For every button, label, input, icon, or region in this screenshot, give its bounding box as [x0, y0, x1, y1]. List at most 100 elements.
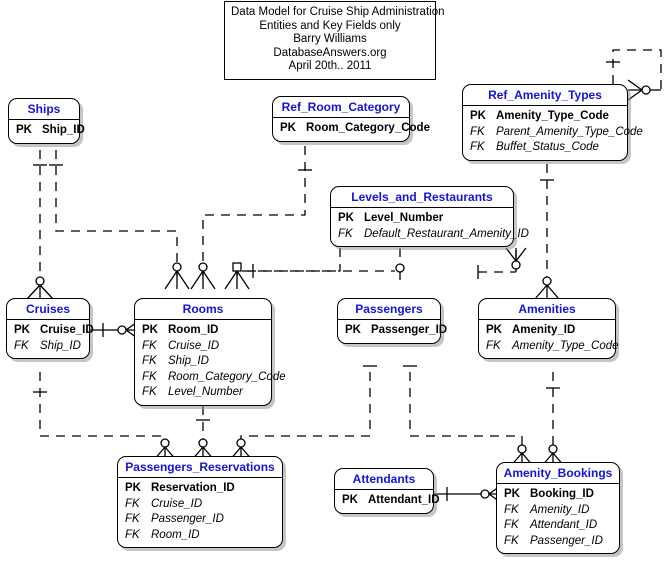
- attribute-row: PK Room_Category_Code: [280, 121, 430, 137]
- entity-title-passengers_reservations: Passengers_Reservations: [118, 457, 282, 478]
- attribute-name: Parent_Amenity_Type_Code: [496, 125, 643, 138]
- attribute-key: FK: [142, 355, 157, 367]
- attribute-key: PK: [504, 488, 520, 500]
- attribute-row: FK Buffet_Status_Code: [470, 140, 621, 156]
- entity-title-cruises: Cruises: [7, 299, 89, 320]
- attribute-name: Cruise_ID: [168, 339, 220, 352]
- attribute-key: FK: [504, 503, 519, 516]
- attribute-key: PK: [125, 482, 141, 494]
- attribute-key: PK: [486, 324, 502, 336]
- attribute-key: FK: [125, 513, 140, 525]
- entity-title-levels_and_restaurants: Levels_and_Restaurants: [331, 187, 513, 208]
- attribute-row: FK Passenger_ID: [125, 512, 276, 528]
- entity-title-ref_room_category: Ref_Room_Category: [273, 97, 409, 118]
- entity-title-ref_amenity_types: Ref_Amenity_Types: [463, 85, 627, 106]
- attribute-row: PK Cruise_ID: [14, 323, 94, 339]
- attribute-name: Ship_ID: [168, 355, 209, 367]
- attribute-name: Room_ID: [168, 324, 219, 336]
- title-line-2: Entities and Key Fields only: [259, 19, 401, 32]
- attribute-key: PK: [470, 110, 486, 122]
- attribute-name: Level_Number: [168, 386, 243, 398]
- attribute-row: PK Reservation_ID: [125, 481, 276, 497]
- attribute-row: PK Level_Number: [338, 211, 507, 227]
- attribute-name: Buffet_Status_Code: [496, 141, 599, 153]
- attribute-row: FK Cruise_ID: [142, 339, 265, 355]
- title-line-4: DatabaseAnswers.org: [273, 46, 387, 59]
- attribute-row: FK Parent_Amenity_Type_Code: [470, 125, 643, 141]
- entity-title-amenity_bookings: Amenity_Bookings: [497, 463, 619, 484]
- diagram-title-block: Data Model for Cruise Ship Administratio…: [224, 1, 445, 80]
- attribute-key: FK: [142, 370, 157, 383]
- attribute-name: Amenity_Type_Code: [496, 110, 609, 122]
- attribute-key: PK: [142, 324, 158, 336]
- attribute-name: Room_Category_Code: [168, 370, 286, 383]
- attribute-row: PK Amenity_ID: [486, 323, 609, 339]
- attribute-name: Level_Number: [364, 212, 444, 224]
- attribute-name: Reservation_ID: [151, 482, 235, 494]
- attribute-key: FK: [125, 497, 140, 510]
- attribute-name: Amenity_ID: [512, 324, 576, 336]
- entity-title-ships: Ships: [9, 99, 79, 120]
- attribute-name: Booking_ID: [530, 488, 594, 500]
- attribute-name: Room_Category_Code: [306, 122, 430, 134]
- attribute-key: PK: [345, 324, 361, 336]
- attribute-key: FK: [504, 519, 519, 531]
- attribute-row: FK Ship_ID: [14, 339, 83, 355]
- entity-title-rooms: Rooms: [135, 299, 271, 320]
- entity-attributes-ref_room_category: PK Room_Category_Code: [273, 118, 430, 141]
- attribute-row: FK Cruise_ID: [125, 497, 276, 513]
- attribute-name: Passenger_ID: [371, 324, 448, 336]
- attribute-row: PK Amenity_Type_Code: [470, 109, 621, 125]
- title-line-1: Data Model for Cruise Ship Administratio…: [231, 6, 445, 18]
- attribute-row: FK Amenity_ID: [504, 503, 613, 519]
- attribute-name: Passenger_ID: [530, 534, 603, 547]
- attribute-row: PK Room_ID: [142, 323, 265, 339]
- attribute-key: PK: [338, 212, 354, 224]
- entity-title-passengers: Passengers: [338, 299, 440, 320]
- attribute-name: Amenity_ID: [530, 503, 590, 516]
- attribute-name: Ship_ID: [42, 124, 85, 136]
- attribute-name: Cruise_ID: [40, 324, 94, 336]
- attribute-key: FK: [142, 339, 157, 352]
- attribute-key: PK: [14, 324, 30, 336]
- attribute-key: FK: [338, 227, 353, 240]
- attribute-row: PK Passenger_ID: [345, 323, 447, 339]
- attribute-row: FK Ship_ID: [142, 354, 265, 370]
- attribute-key: FK: [14, 339, 29, 352]
- attribute-name: Passenger_ID: [151, 513, 224, 525]
- attribute-name: Cruise_ID: [151, 497, 203, 510]
- attribute-key: PK: [16, 124, 32, 136]
- attribute-key: FK: [470, 141, 485, 153]
- entity-attributes-passengers_reservations: PK Reservation_ID FK Cruise_ID FK Passenger_I…: [118, 478, 282, 547]
- attribute-key: FK: [125, 528, 140, 541]
- entity-attributes-cruises: PK Cruise_ID FK Ship_ID: [7, 320, 94, 358]
- attribute-key: FK: [470, 125, 485, 138]
- attribute-key: PK: [280, 122, 296, 134]
- attribute-row: PK Booking_ID: [504, 487, 613, 503]
- attribute-name: Ship_ID: [40, 339, 81, 352]
- title-line-3: Barry Williams: [293, 33, 367, 46]
